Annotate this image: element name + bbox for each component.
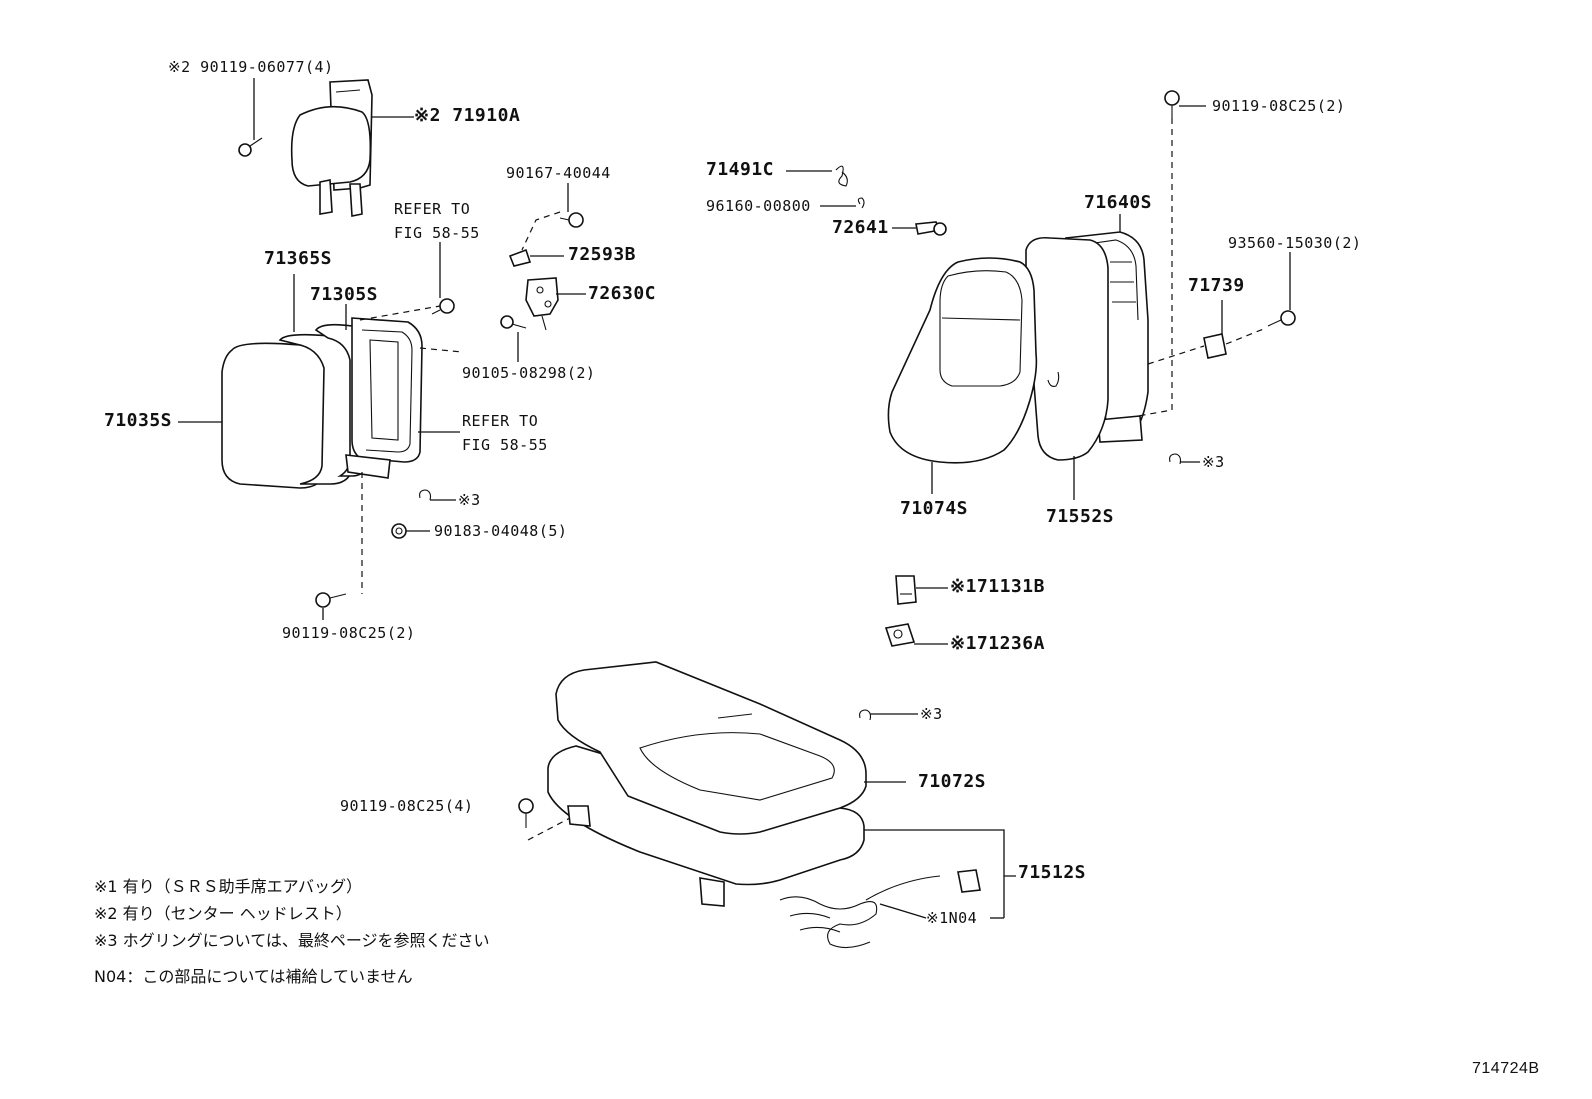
cover-71074S	[887, 257, 1038, 464]
hogring-mid	[859, 709, 918, 721]
label-71512S: 71512S	[1018, 862, 1087, 883]
label-refer-to-1: REFER TO	[394, 200, 471, 218]
clip-96160	[820, 197, 865, 209]
label-72630C: 72630C	[588, 283, 657, 304]
nut-90183	[391, 523, 430, 539]
label-96160-00800: 96160-00800	[706, 197, 811, 215]
label-71236A: ※171236A	[950, 633, 1045, 654]
label-N04: ※1N04	[926, 909, 978, 927]
label-71035S: 71035S	[104, 410, 173, 431]
label-71910A: ※2 71910A	[414, 105, 521, 126]
sensor-N04	[779, 869, 1004, 949]
footnote-3: ※3 ホグリングについては、最終ページを参照ください	[94, 931, 490, 950]
label-fig-58-55-2: FIG 58-55	[462, 436, 548, 454]
label-72641: 72641	[832, 217, 889, 238]
label-93560-15030: 93560-15030(2)	[1228, 234, 1362, 252]
hogring-left	[419, 489, 456, 501]
hogring-right	[1169, 453, 1200, 465]
label-hogring-right: ※3	[1202, 453, 1225, 471]
label-90119-08C25-left: 90119-08C25(2)	[282, 624, 416, 642]
bolt-90119-08C25-right	[1137, 90, 1206, 417]
pin-72593B	[508, 248, 564, 267]
label-fig-58-55-1: FIG 58-55	[394, 224, 480, 242]
label-90167-40044: 90167-40044	[506, 164, 611, 182]
label-71131B: ※171131B	[950, 576, 1045, 597]
label-90183-04048: 90183-04048(5)	[434, 522, 568, 540]
cushion-71072S	[555, 661, 867, 835]
figure-id: 714724B	[1472, 1060, 1540, 1077]
clip-71236A	[884, 623, 948, 647]
footnote-1: ※1 有り（ＳＲＳ助手席エアバッグ）	[94, 877, 363, 896]
label-71072S: 71072S	[918, 771, 987, 792]
bolt-90105	[500, 315, 527, 362]
label-71074S: 71074S	[900, 498, 969, 519]
label-71491C: 71491C	[706, 159, 775, 180]
bolt-refer-top	[431, 298, 455, 315]
label-72593B: 72593B	[568, 244, 637, 265]
label-71365S: 71365S	[264, 248, 333, 269]
label-71640S: 71640S	[1084, 192, 1153, 213]
frame-left	[345, 317, 423, 479]
bracket-72630C	[525, 277, 586, 331]
label-90105-08298: 90105-08298(2)	[462, 364, 596, 382]
footnote-n04: N04：この部品については補給していません	[94, 967, 413, 986]
bolt-90119-08C25-4	[518, 798, 571, 841]
label-71552S: 71552S	[1046, 506, 1115, 527]
bolt-90119-06077	[238, 78, 263, 157]
label-90119-06077: ※2 90119-06077(4)	[168, 58, 334, 76]
clip-71131B	[895, 575, 948, 605]
label-71305S: 71305S	[310, 284, 379, 305]
bolt-90167	[559, 212, 584, 228]
label-90119-08C25-4: 90119-08C25(4)	[340, 797, 474, 815]
seatback-71035S	[221, 342, 327, 489]
cap-71739	[1203, 300, 1227, 359]
label-90119-08C25-right: 90119-08C25(2)	[1212, 97, 1346, 115]
footnote-2: ※2 有り（センター ヘッドレスト）	[94, 904, 352, 923]
label-hogring-left: ※3	[458, 491, 481, 509]
label-71739: 71739	[1188, 275, 1245, 296]
bolt-93560	[1267, 252, 1296, 327]
headrest-71910A	[290, 79, 373, 217]
pin-72641	[892, 221, 947, 236]
pad-71552S	[1024, 236, 1109, 461]
label-hogring-mid: ※3	[920, 705, 943, 723]
bolt-90119-08C25-left	[315, 592, 347, 620]
spring-71491C	[786, 165, 848, 187]
label-refer-to-2: REFER TO	[462, 412, 539, 430]
